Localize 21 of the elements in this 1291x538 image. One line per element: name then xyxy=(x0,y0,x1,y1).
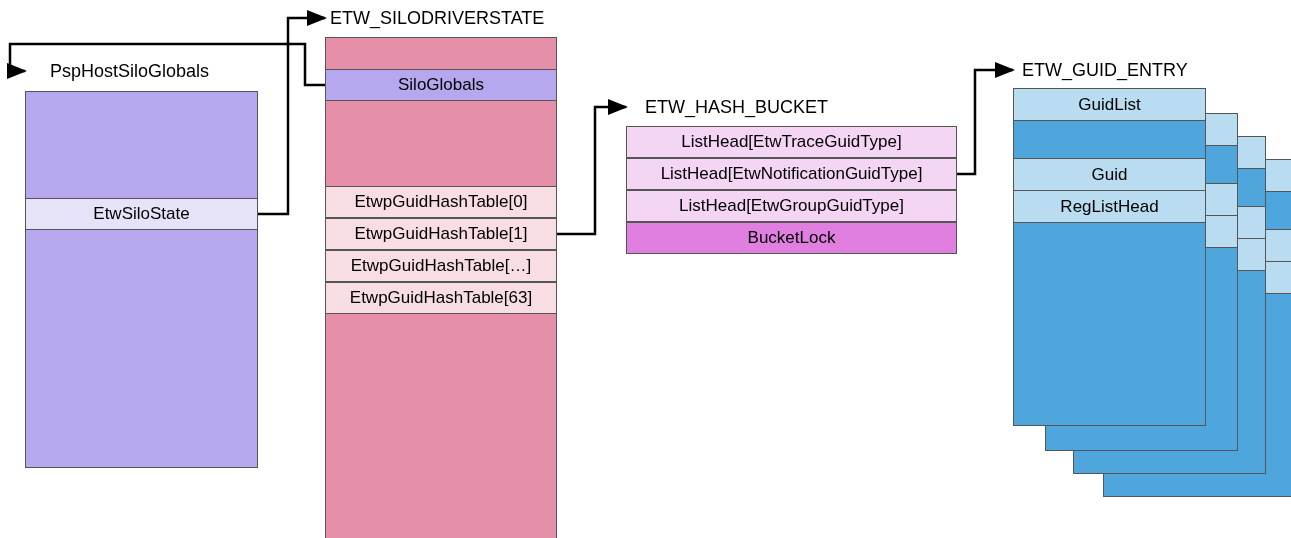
struct-title: ETW_SILODRIVERSTATE xyxy=(330,7,545,29)
field-row: EtwpGuidHashTable[1] xyxy=(325,218,557,250)
struct-title: PspHostSiloGlobals xyxy=(50,60,210,82)
arrow xyxy=(957,62,1015,176)
field-row: ListHead[EtwTraceGuidType] xyxy=(626,126,957,158)
struct-title: ETW_HASH_BUCKET xyxy=(645,96,829,118)
field-row: SiloGlobals xyxy=(325,69,557,101)
arrow xyxy=(258,10,327,216)
field-row: RegListHead xyxy=(1013,190,1206,223)
field-row: EtwpGuidHashTable[63] xyxy=(325,282,557,314)
field-row: ListHead[EtwNotificationGuidType] xyxy=(626,158,957,190)
field-row: ListHead[EtwGroupGuidType] xyxy=(626,190,957,222)
arrow xyxy=(7,42,325,87)
field-row: EtwpGuidHashTable[…] xyxy=(325,250,557,282)
field-row: GuidList xyxy=(1013,88,1206,121)
field-row: BucketLock xyxy=(626,222,957,254)
field-row: Guid xyxy=(1013,158,1206,191)
field-row: EtwpGuidHashTable[0] xyxy=(325,186,557,218)
struct-title: ETW_GUID_ENTRY xyxy=(1022,59,1188,81)
field-row: EtwSiloState xyxy=(25,198,258,230)
arrow xyxy=(557,99,628,236)
